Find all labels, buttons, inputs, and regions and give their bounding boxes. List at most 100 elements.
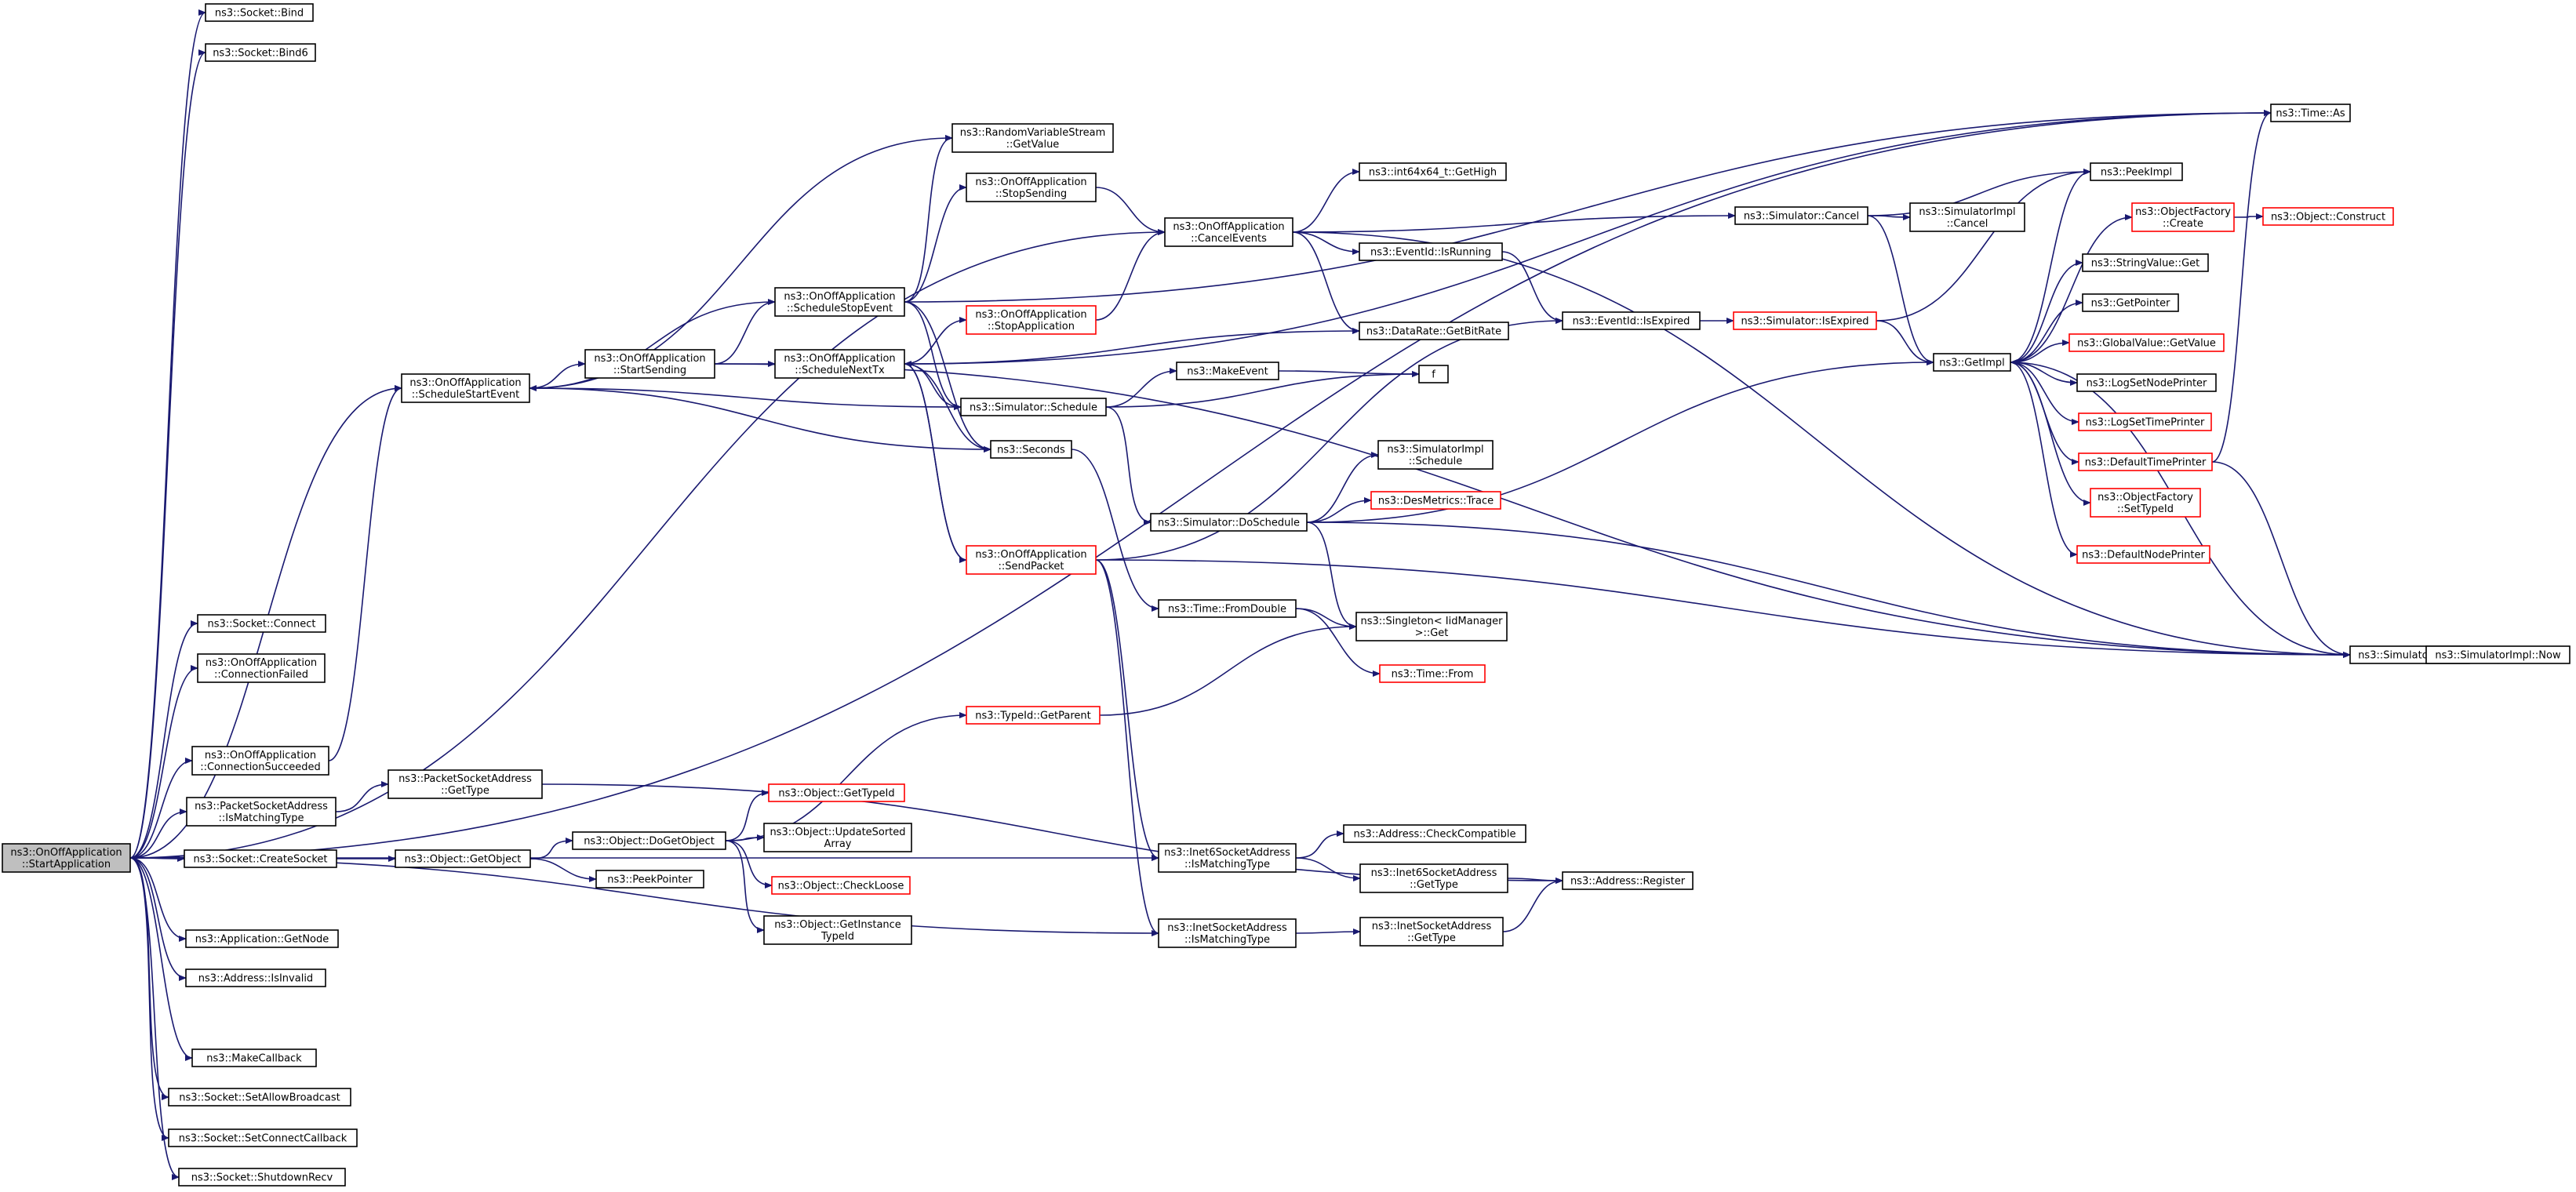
function-node[interactable]: ns3::Socket::CreateSocket [184,849,337,868]
call-edge [129,857,180,1180]
function-node[interactable]: ns3::OnOffApplication::CancelEvents [1164,217,1293,247]
function-name-text: ns3::Inet6SocketAddress [1371,867,1497,879]
function-node[interactable]: ns3::LogSetTimePrinter [2078,412,2212,431]
function-node[interactable]: ns3::MakeEvent [1176,362,1279,380]
function-node-box [2090,488,2201,518]
function-node-box [2078,412,2212,431]
function-node[interactable]: ns3::OnOffApplication::ConnectionFailed [197,653,326,683]
function-node[interactable]: ns3::PeekImpl [2090,162,2183,181]
function-node[interactable]: ns3::Singleton< IidManager>::Get [1355,612,1508,641]
call-edge [2010,169,2091,363]
function-node[interactable]: ns3::Object::GetObject [395,849,531,868]
function-node[interactable]: ns3::Inet6SocketAddress::IsMatchingType [1158,843,1297,873]
function-node[interactable]: ns3::Address::Register [1562,871,1694,890]
function-name-text: ns3::OnOffApplication [10,847,122,859]
function-node[interactable]: ns3::ObjectFactory::Create [2131,202,2235,232]
function-node[interactable]: ns3::SimulatorImpl::Schedule [1377,440,1494,470]
function-node[interactable]: ns3::Inet6SocketAddress::GetType [1359,863,1508,893]
function-node[interactable]: ns3::OnOffApplication::ScheduleStopEvent [774,287,905,317]
function-node[interactable]: ns3::Socket::SetAllowBroadcast [168,1088,351,1107]
function-node[interactable]: ns3::GetPointer [2082,293,2179,312]
function-node-box [2078,452,2213,471]
function-node[interactable]: ns3::Socket::Bind6 [205,43,316,62]
function-node[interactable]: ns3::OnOffApplication::SendPacket [966,545,1097,575]
function-node[interactable]: ns3::StringValue::Get [2082,253,2209,272]
function-node[interactable]: ns3::DataRate::GetBitRate [1359,322,1509,340]
function-name-text: ::ScheduleNextTx [795,365,885,376]
function-name-text: ns3::OnOffApplication [205,750,316,761]
function-node[interactable]: ns3::EventId::IsExpired [1562,311,1701,330]
function-node[interactable]: ns3::Application::GetNode [185,929,339,948]
function-node[interactable]: ns3::int64x64_t::GetHigh [1359,162,1507,181]
function-node[interactable]: ns3::Socket::Bind [205,3,314,22]
function-node[interactable]: ns3::ObjectFactory::SetTypeId [2090,488,2201,518]
function-node[interactable]: ns3::OnOffApplication::ConnectionSucceed… [191,746,329,776]
function-node[interactable]: ns3::Socket::ShutdownRecv [178,1168,346,1187]
function-node[interactable]: ns3::EventId::IsRunning [1359,242,1503,261]
function-node[interactable]: ns3::Object::GetTypeId [768,783,905,802]
function-node[interactable]: ns3::Simulator::DoSchedule [1150,513,1308,532]
function-node[interactable]: ns3::Socket::SetConnectCallback [168,1128,358,1147]
function-node[interactable]: ns3::Socket::Connect [197,614,326,633]
function-node[interactable]: ns3::Object::DoGetObject [572,831,726,850]
function-node-box [1158,599,1297,618]
function-node[interactable]: ns3::InetSocketAddress::GetType [1359,917,1504,947]
function-node[interactable]: ns3::OnOffApplication::ScheduleStartEven… [401,373,530,403]
function-node[interactable]: ns3::GlobalValue::GetValue [2068,333,2225,352]
function-node[interactable]: ns3::OnOffApplication::StopApplication [966,305,1097,335]
function-node[interactable]: ns3::Simulator::Schedule [960,398,1107,416]
call-edge [1099,623,1357,716]
function-name-text: ns3::OnOffApplication [1173,221,1284,233]
function-node[interactable]: ns3::TypeId::GetParent [966,706,1101,725]
function-node-box [1379,664,1486,683]
function-node[interactable]: ns3::Address::CheckCompatible [1343,824,1526,843]
function-name-text: ns3::Object::GetInstance [774,919,901,931]
function-node[interactable]: ns3::DefaultNodePrinter [2076,545,2210,564]
function-node-box [1562,311,1701,330]
function-name-text: ns3::Simulator::DoSchedule [1158,518,1300,529]
function-node[interactable]: ns3::GetImpl [1933,353,2011,372]
function-name-text: ::Cancel [1947,218,1988,230]
function-node[interactable]: ns3::OnOffApplication::StopSending [966,173,1097,202]
function-node-box [185,929,339,948]
function-node[interactable]: ns3::Address::IsInvalid [185,968,326,987]
call-edge [1876,169,2091,322]
function-name-text: ns3::TypeId::GetParent [975,710,1091,722]
function-node[interactable]: ns3::OnOffApplication::StartApplication [2,843,131,873]
function-node[interactable]: ns3::DefaultTimePrinter [2078,452,2213,471]
function-node[interactable]: ns3::PeekPointer [595,870,704,889]
function-node[interactable]: ns3::OnOffApplication::StartSending [584,349,715,379]
function-node[interactable]: ns3::RandomVariableStream::GetValue [951,123,1114,153]
call-edge [1095,559,2351,658]
function-node[interactable]: ns3::InetSocketAddress::IsMatchingType [1158,918,1297,948]
function-name-text: ns3::PacketSocketAddress [398,773,532,785]
function-node-box [2076,545,2210,564]
function-node[interactable]: ns3::Simulator::IsExpired [1733,311,1877,330]
function-node[interactable]: ns3::Object::Construct [2262,207,2394,226]
function-node[interactable]: ns3::Time::From [1379,664,1486,683]
call-edge [725,834,765,841]
function-node[interactable]: ns3::Seconds [990,440,1072,459]
function-name-text: ns3::Time::FromDouble [1168,604,1286,616]
function-node[interactable]: ns3::OnOffApplication::ScheduleNextTx [774,349,905,379]
function-node[interactable]: ns3::Time::FromDouble [1158,599,1297,618]
function-node[interactable]: f [1418,365,1449,383]
function-node[interactable]: ns3::SimulatorImpl::Cancel [1909,202,2025,232]
call-edge [904,301,962,410]
function-name-text: ns3::InetSocketAddress [1167,922,1287,934]
function-node-box [168,1128,358,1147]
function-node[interactable]: ns3::SimulatorImpl::Now [2425,645,2571,664]
function-node[interactable]: ns3::Simulator::Cancel [1734,206,1868,225]
call-edge [529,361,586,389]
function-node[interactable]: ns3::PacketSocketAddress::IsMatchingType [186,797,337,827]
function-node[interactable]: ns3::Object::CheckLoose [771,876,911,895]
function-node[interactable]: ns3::LogSetNodePrinter [2076,373,2217,392]
function-node[interactable]: ns3::MakeCallback [191,1048,317,1067]
function-name-text: f [1432,369,1435,381]
function-node[interactable]: ns3::DesMetrics::Trace [1370,491,1501,510]
call-edge [129,857,187,981]
function-node[interactable]: ns3::PacketSocketAddress::GetType [387,769,543,799]
function-node[interactable]: ns3::Time::As [2270,104,2351,122]
